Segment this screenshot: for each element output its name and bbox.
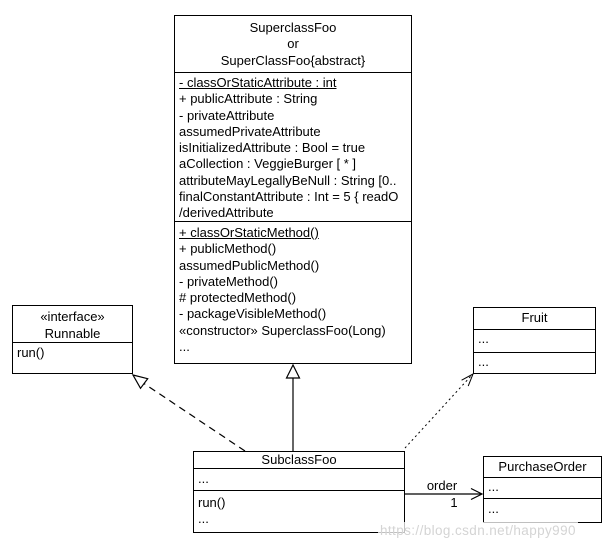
class-box-runnable: «interface» Runnable run() (12, 305, 133, 374)
method-line: # protectedMethod() (179, 290, 297, 306)
class-box-subclassfoo: SubclassFoo ... run() ... (193, 451, 405, 533)
method-line: - packageVisibleMethod() (179, 306, 327, 322)
method-line: run() (17, 345, 45, 360)
generalization-arrow (285, 363, 301, 451)
class-box-purchaseorder: PurchaseOrder ... ... (483, 456, 602, 523)
class-name-line: SuperClassFoo{abstract} (220, 52, 366, 68)
dependency-arrow (404, 372, 474, 449)
methods-compartment: + classOrStaticMethod() + publicMethod()… (175, 221, 411, 363)
methods-compartment: run() (13, 342, 132, 373)
method-line: - privateMethod() (179, 273, 278, 289)
class-title-fruit: Fruit (521, 310, 548, 325)
class-box-fruit: Fruit ... ... (473, 307, 596, 374)
methods-compartment: ... (474, 352, 595, 373)
class-name-line: or (287, 36, 299, 52)
attributes-compartment: ... (484, 477, 601, 498)
watermark: https://blog.csdn.net/happy990 (378, 522, 578, 539)
stereotype-label: «interface» (40, 309, 105, 324)
attribute-line: - privateAttribute (179, 107, 275, 123)
methods-compartment: ... (484, 498, 601, 522)
attribute-line: ... (488, 479, 499, 494)
attribute-line: + publicAttribute : String (179, 91, 318, 107)
class-name-line: Runnable (44, 326, 101, 341)
method-line: ... (179, 339, 190, 355)
class-title-subclassfoo: SubclassFoo (261, 452, 337, 467)
methods-compartment: run() ... (194, 490, 404, 532)
attribute-line: finalConstantAttribute : Int = 5 { readO (179, 189, 399, 205)
attribute-line: attributeMayLegallyBeNull : String [0.. (179, 172, 397, 188)
method-line: «constructor» SuperclassFoo(Long) (179, 322, 386, 338)
class-title-purchaseorder: PurchaseOrder (498, 459, 587, 474)
method-line: + publicMethod() (179, 241, 277, 257)
attribute-line: aCollection : VeggieBurger [ * ] (179, 156, 357, 172)
association-multiplicity-label: 1 (450, 495, 458, 510)
attribute-line: ... (478, 331, 489, 346)
method-line: run() (198, 495, 226, 510)
attribute-line: assumedPrivateAttribute (179, 123, 321, 139)
class-name-line: SuperclassFoo (249, 20, 337, 35)
association-role-label: order (426, 478, 458, 493)
method-line: ... (478, 354, 489, 369)
attribute-line: ... (198, 471, 209, 486)
attributes-compartment: - classOrStaticAttribute : int + publicA… (175, 72, 411, 221)
attribute-line: /derivedAttribute (179, 205, 274, 221)
attribute-line: isInitializedAttribute : Bool = true (179, 140, 366, 156)
method-line: ... (198, 511, 209, 526)
realization-arrow (131, 374, 246, 452)
class-box-superclassfoo: SuperclassFoo or SuperClassFoo{abstract}… (174, 15, 412, 364)
attribute-line: - classOrStaticAttribute : int (179, 75, 337, 90)
attributes-compartment: ... (194, 468, 404, 490)
method-line: assumedPublicMethod() (179, 257, 320, 273)
method-line: ... (488, 501, 499, 516)
class-title-superclassfoo: SuperclassFoo or SuperClassFoo{abstract} (175, 16, 411, 72)
attributes-compartment: ... (474, 329, 595, 352)
method-line: + classOrStaticMethod() (179, 225, 319, 240)
class-title-runnable: «interface» Runnable (13, 306, 132, 342)
